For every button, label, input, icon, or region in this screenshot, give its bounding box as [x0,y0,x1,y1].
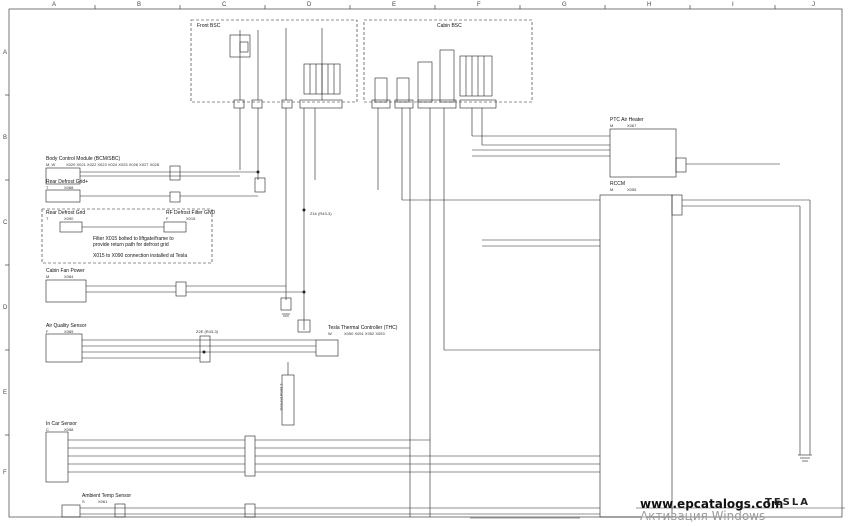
windows-activation-watermark: Активация Windows [640,509,766,523]
rear-defrost-plus-box [45,189,81,203]
grid-row-label: B [3,135,8,141]
grid-col-label: F [477,2,481,8]
cabin-fan-type: M [46,274,50,279]
rccm-type: M [610,187,614,192]
defrost-group-box [41,208,213,264]
rf-filter-type: F [166,216,169,221]
bcm-title: Body Control Module (BCM/SBC) [46,156,121,162]
rear-defrost-title: Rear Defrost Grid [46,210,86,216]
grid-col-label: B [137,2,142,8]
rear-defrost-plus-title: Rear Defrost Grid+ [46,179,89,185]
grid-row-label: C [3,220,8,226]
rear-defrost-plus-type: T [46,185,49,190]
ambient-sensor-type: S [82,499,85,504]
air-quality-title: Air Quality Sensor [46,323,87,329]
thc-title: Tesla Thermal Controller (THC) [328,325,398,331]
cabin-fan-connector: X084 [64,274,74,279]
in-car-sensor-box [45,431,69,483]
grid-col-label: D [307,2,312,8]
filter-note-line1: Filter X015 bolted to liftgate/frame to [93,236,174,242]
ground-point-label: Ground Point 2 [278,383,284,411]
thc-type: W [328,331,332,336]
brand-logo: TESLA [765,497,810,508]
cabin-fan-box [45,279,87,303]
grid-col-label: I [732,2,734,8]
grid-col-label: A [52,2,57,8]
cabin-bsc-box [363,19,533,103]
rf-filter-connector: X015 [186,216,196,221]
in-car-sensor-connector: X058 [64,427,74,432]
in-car-sensor-title: In Car Sensor [46,421,77,427]
ambient-sensor-connector: X061 [98,499,108,504]
rf-filter-title: RF Defrost Filter GND [166,210,216,216]
front-bsc-title: Front BSC [197,23,221,29]
cabin-bsc-title: Cabin BSC [437,23,462,29]
grid-col-label: H [647,2,652,8]
grid-row-label: A [3,50,8,56]
ptc-heater-box [609,128,677,178]
ptc-heater-connector: X067 [627,123,637,128]
ptc-heater-title: PTC Air Heater [610,117,644,123]
ambient-sensor-box [61,504,81,518]
rear-defrost-type: T [46,216,49,221]
ambient-sensor-title: Ambient Temp Sensor [82,493,132,499]
ptc-heater-type: M [610,123,614,128]
rear-defrost-connector: X090 [64,216,74,221]
grid-col-label: C [222,2,227,8]
air-quality-box [45,333,83,363]
grid-row-label: E [3,390,8,396]
thc-box [315,339,339,357]
rccm-box [599,194,673,518]
grid-col-label: G [562,2,567,8]
rear-defrost-plus-connector: X088 [64,185,74,190]
splice-label: Z2E (R43-3) [196,329,219,334]
filter-note-line3: X015 to X090 connection installed at Tes… [93,253,188,259]
rccm-title: RCCM [610,181,625,187]
grid-col-label: J [812,2,815,8]
bcm-type: M, W [46,162,56,167]
splice-label: Z1b (R43-3) [310,211,332,216]
cabin-fan-title: Cabin Fan Power [46,268,85,274]
filter-note-line2: provide return path for defrost grid [93,242,169,248]
in-car-sensor-type: C [46,427,49,432]
grid-row-label: F [3,470,7,476]
watermark-url: www.epcatalogs.com [640,497,784,511]
grid-row-label: D [3,305,8,311]
bcm-connectors: X020 X021 X022 X023 X024 X025 X026 X027 … [66,162,159,167]
air-quality-connector: X089 [64,329,74,334]
sheet-border [8,8,843,518]
air-quality-type: F [46,329,49,334]
front-bsc-box [190,19,358,103]
grid-col-label: E [392,2,397,8]
rccm-connector: X055 [627,187,637,192]
thc-connectors: X050 X051 X052 X053 [344,331,385,336]
